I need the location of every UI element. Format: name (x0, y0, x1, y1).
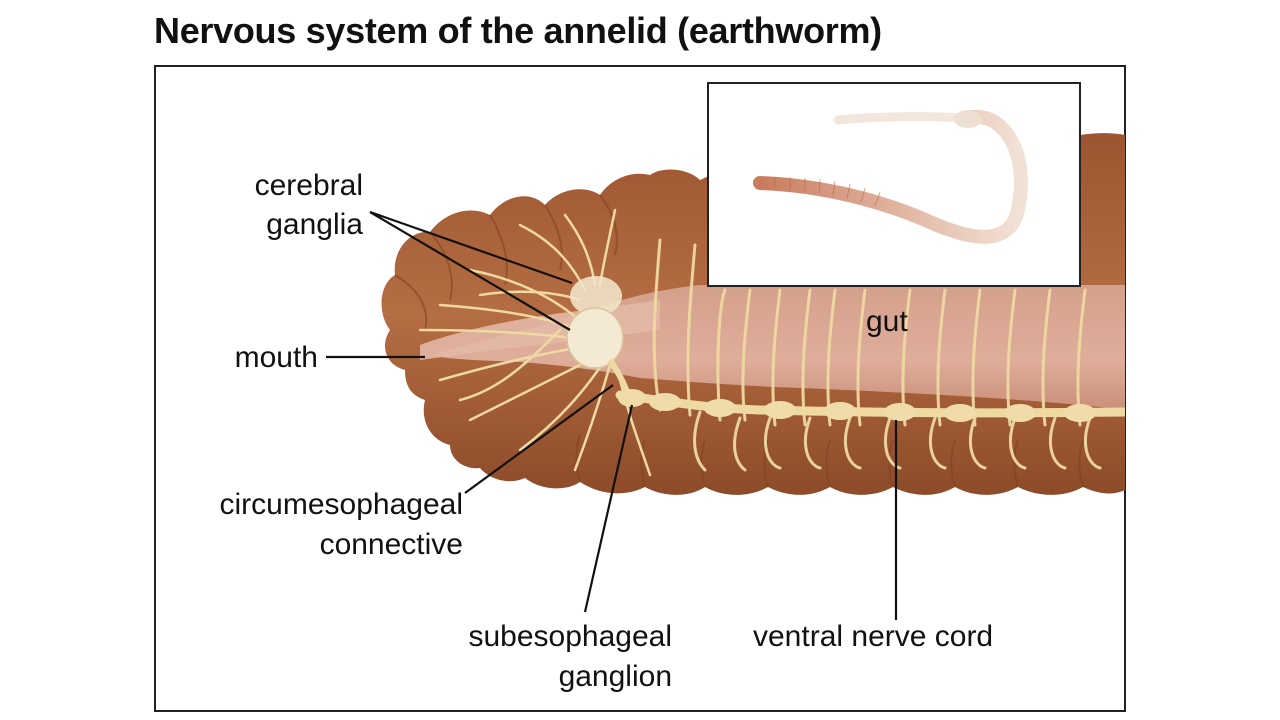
label-subesophageal-line2: ganglion (559, 660, 672, 693)
label-cerebral-ganglia-line2: ganglia (266, 208, 363, 241)
subesophageal-ganglion-shape (618, 389, 646, 407)
label-subesophageal-line1: subesophageal (468, 620, 672, 653)
label-gut: gut (866, 305, 908, 338)
inset-earthworm-head (833, 112, 970, 125)
leader-lines (326, 210, 898, 620)
inset-worm-rings (774, 177, 881, 207)
leader-subesophageal (583, 404, 634, 613)
inset-earthworm (753, 109, 1028, 244)
leader-circumesophageal (464, 384, 614, 494)
leader-cerebral-upper (369, 210, 573, 285)
segment-creases (394, 194, 1084, 488)
inset-clitellum (954, 110, 982, 128)
label-cerebral-ganglia-line1: cerebral (255, 169, 363, 202)
diagram-title: Nervous system of the annelid (earthworm… (154, 10, 882, 51)
label-circumesophageal-line1: circumesophageal (220, 488, 463, 521)
leader-cerebral-lower (369, 211, 571, 331)
cerebral-ganglion-lower (566, 307, 624, 369)
label-ventral-nerve-cord: ventral nerve cord (753, 620, 993, 653)
segmental-ganglia (649, 393, 1096, 422)
cerebral-ganglion-upper (570, 276, 622, 316)
label-mouth: mouth (235, 341, 318, 374)
label-circumesophageal-line2: connective (320, 528, 463, 561)
